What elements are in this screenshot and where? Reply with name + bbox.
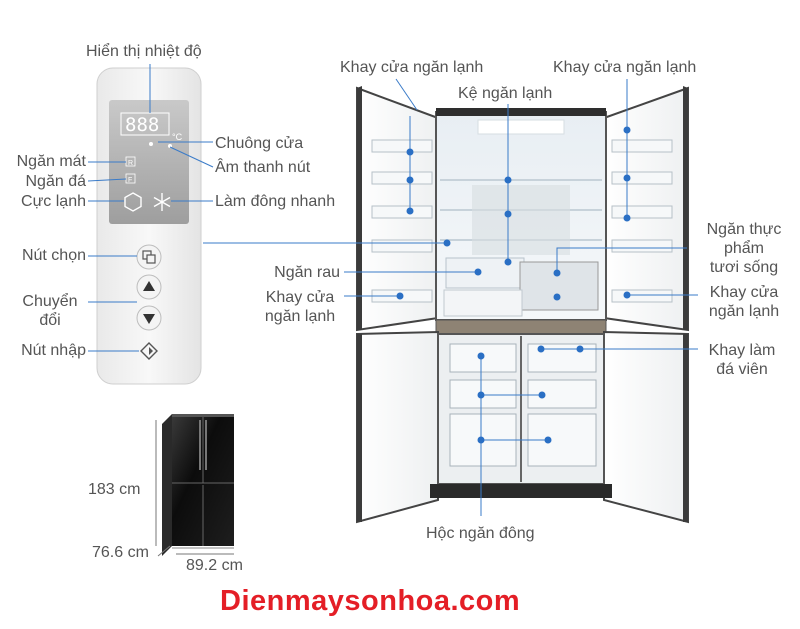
freeze-key-letter: F — [128, 177, 132, 184]
snowflake-icon — [153, 193, 171, 211]
website-watermark: Dienmaysonhoa.com — [220, 585, 521, 617]
label-door-tray-right: Khay cửa ngăn lạnh — [553, 59, 697, 76]
fridge-thumbnail — [162, 414, 234, 556]
dimension-height: 183 cm — [88, 481, 141, 498]
label-super-cool: Cực lạnh — [21, 193, 86, 210]
label-fresh: Ngăn mát — [16, 153, 86, 170]
dimension-depth: 76.6 cm — [92, 544, 149, 561]
arrow-up-icon — [143, 281, 155, 291]
callout-dots — [396, 126, 631, 444]
label-button-sound: Âm thanh nút — [215, 159, 311, 176]
label-enter-button: Nút nhập — [21, 342, 86, 359]
dimension-width: 89.2 cm — [186, 557, 243, 574]
label-bell: Chuông cửa — [215, 135, 304, 152]
label-display: Hiển thị nhiệt độ — [86, 43, 202, 60]
label-ice-compartment: Ngăn đá — [25, 173, 87, 190]
label-veg-drawer: Ngăn rau — [274, 264, 340, 281]
label-fridge-shelf: Kệ ngăn lạnh — [458, 85, 553, 102]
label-select-button: Nút chọn — [21, 247, 86, 264]
label-door-tray-left: Khay cửa ngăn lạnh — [340, 59, 484, 76]
arrow-down-icon — [143, 314, 155, 324]
panel-digits: 888 — [125, 114, 159, 136]
panel-unit: °C — [172, 132, 183, 142]
label-freezer-drawer: Hộc ngăn đông — [426, 525, 535, 542]
hexagon-icon — [124, 192, 142, 212]
label-quick-freeze: Làm đông nhanh — [215, 193, 336, 210]
fresh-key-letter: R — [128, 160, 133, 167]
control-panel: 888 °C R F — [96, 67, 202, 385]
enter-icon — [140, 342, 158, 360]
